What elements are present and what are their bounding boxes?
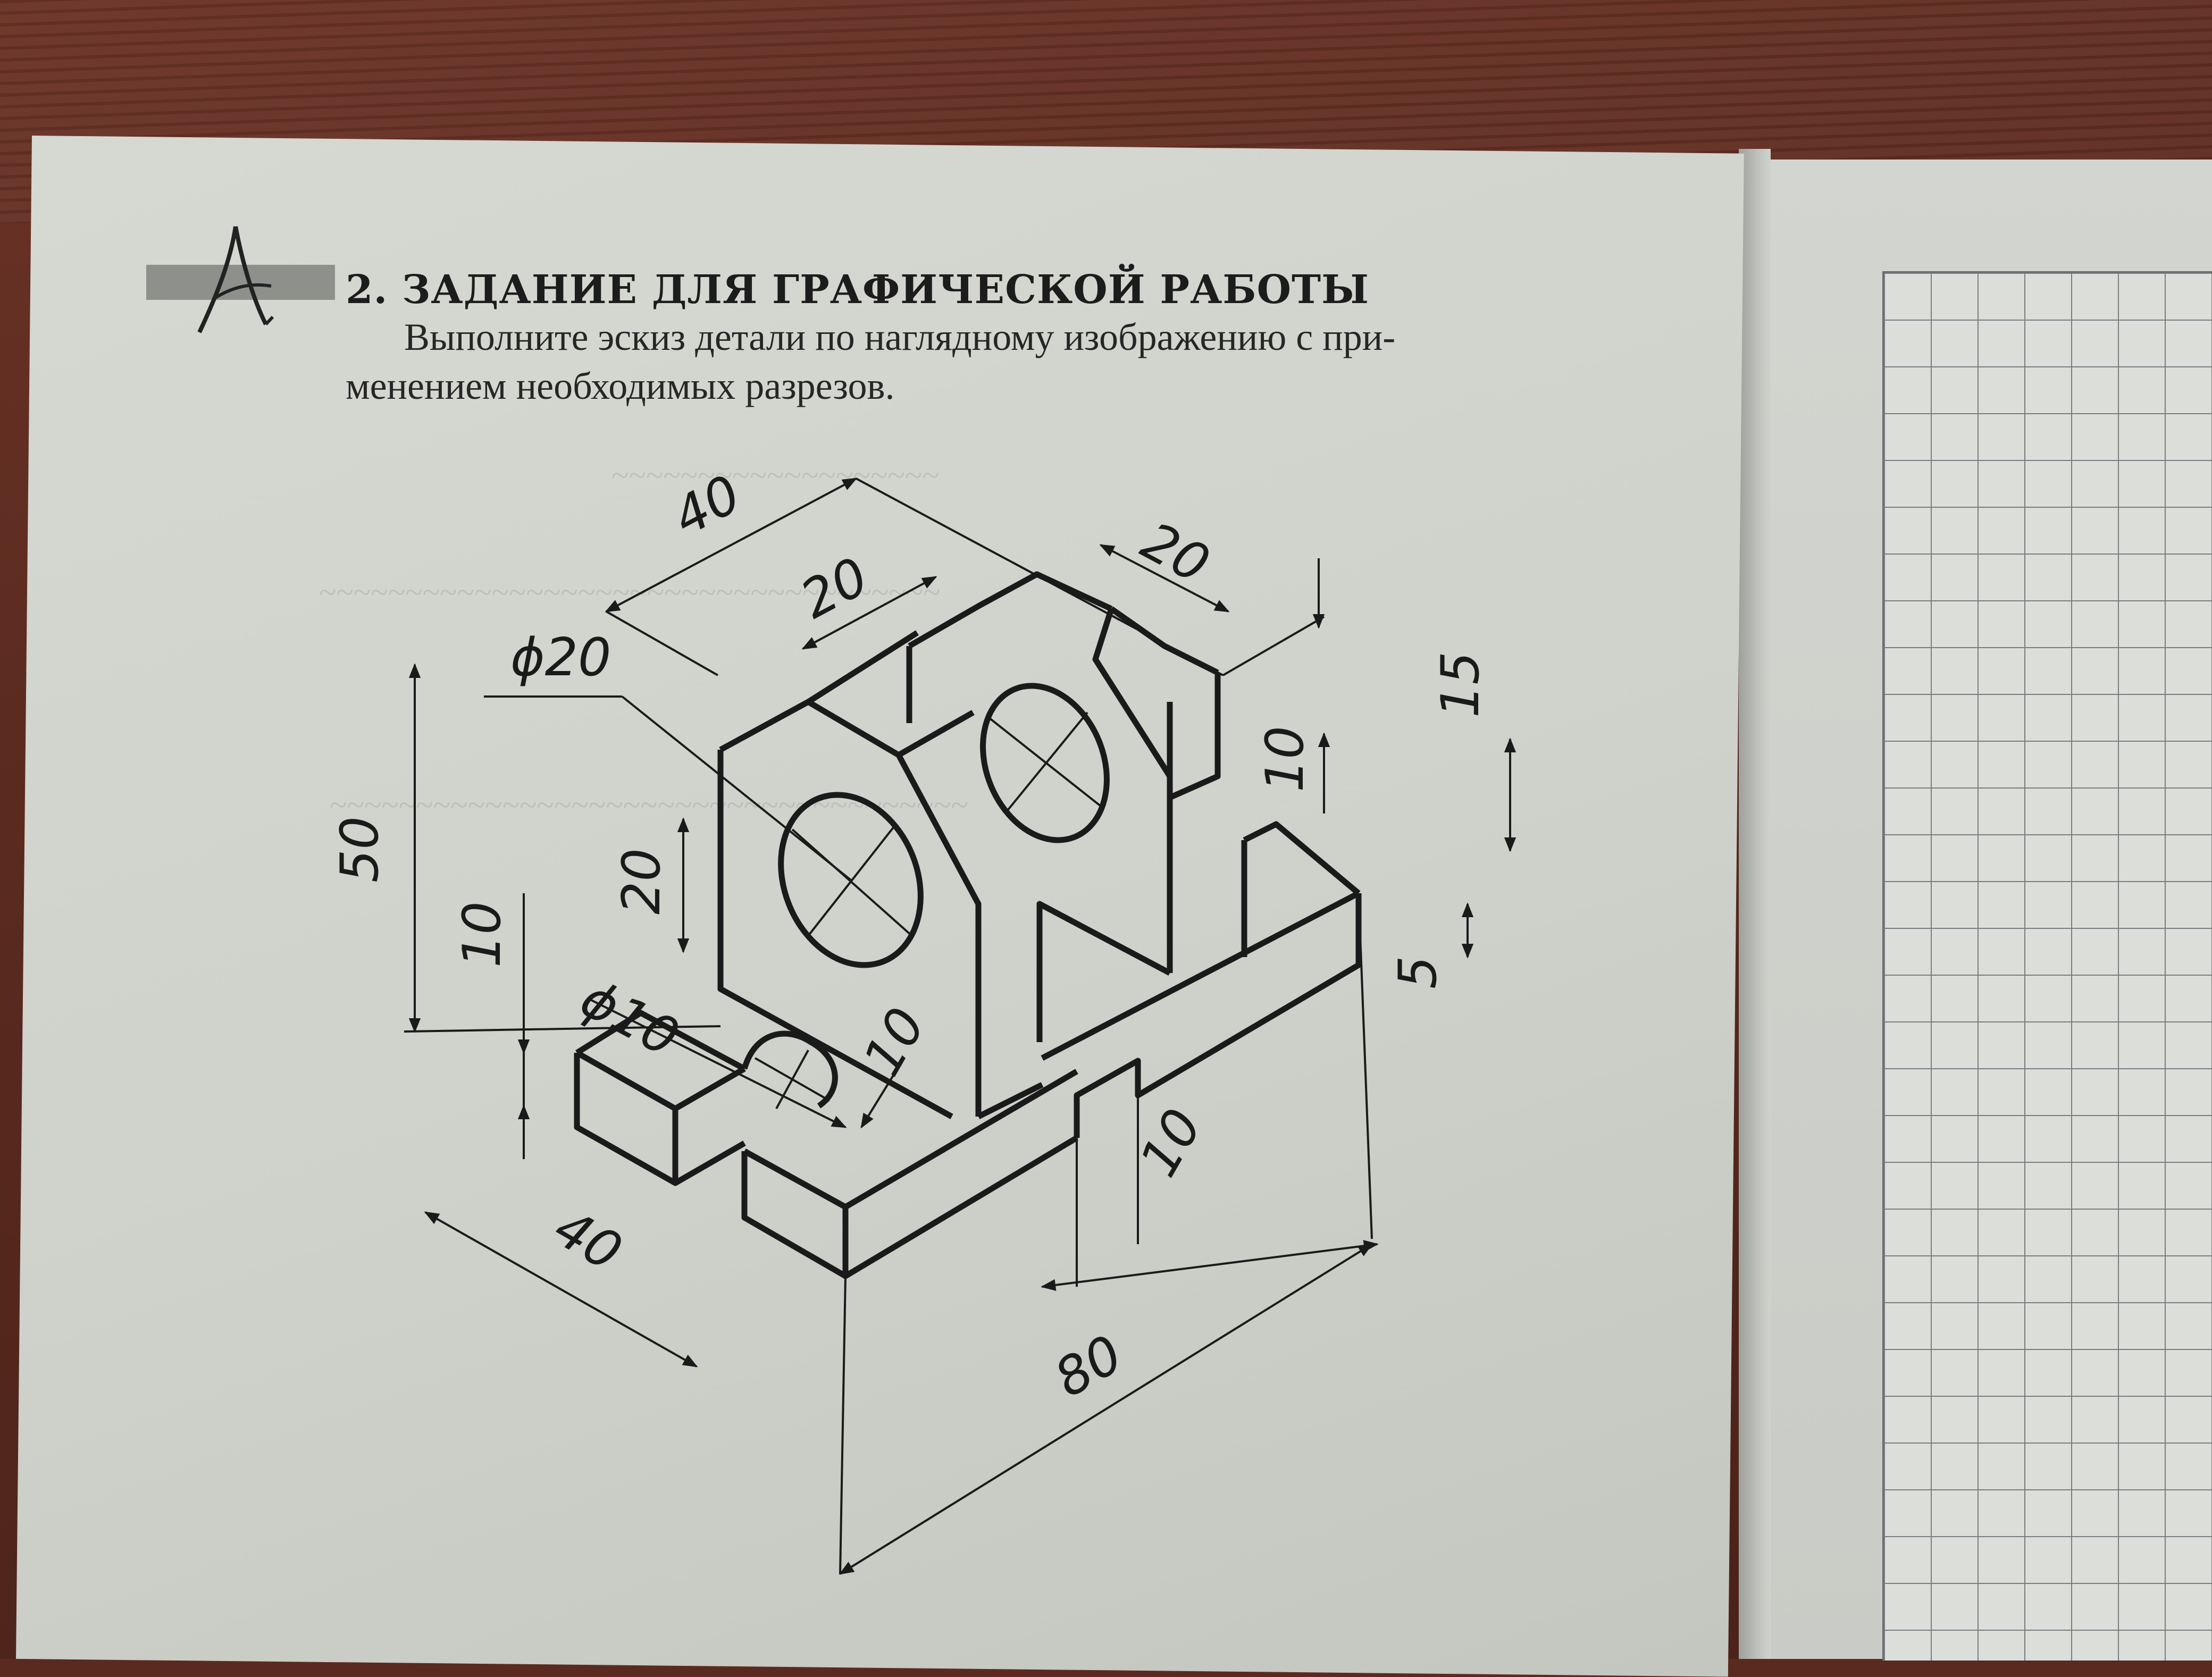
dim-label-phi10: ϕ10 <box>571 968 689 1069</box>
dim-label-40-base: 40 <box>544 1197 632 1283</box>
compass-icon <box>197 226 274 333</box>
section-bar <box>146 265 335 300</box>
dim-label-phi20: ϕ20 <box>510 627 611 688</box>
dim-label-10-wall: 10 <box>852 998 937 1086</box>
dim-label-10-foot: 10 <box>452 901 513 968</box>
dimension-lines <box>404 477 1516 1575</box>
dim-label-5: 5 <box>1388 956 1448 989</box>
book-spine <box>1739 149 1771 1659</box>
task-title: 2. ЗАДАНИЕ ДЛЯ ГРАФИЧЕСКОЙ РАБОТЫ <box>346 267 1370 313</box>
dim-label-20-top: 20 <box>791 546 878 631</box>
task-text: Выполните эскиз детали по наглядному изо… <box>346 313 1515 410</box>
dim-label-40-top: 40 <box>664 464 751 548</box>
dim-label-10-right: 10 <box>1255 726 1316 792</box>
dim-label-10-notch: 10 <box>1128 1099 1214 1187</box>
dim-label-50: 50 <box>330 816 390 883</box>
grid-paper <box>1882 271 2212 1661</box>
task-text-line-1: Выполните эскиз детали по наглядному изо… <box>404 316 1396 358</box>
dim-label-20-hole-height: 20 <box>611 848 672 915</box>
dim-label-15: 15 <box>1430 651 1491 718</box>
dim-label-80: 80 <box>1045 1324 1133 1410</box>
center-lines <box>755 711 1104 1109</box>
bleed-through-text: ~~~~~~~~~~~~~~~~~~~~~~~~~~~~~~~~~~~~~ <box>330 787 969 823</box>
dim-label-20-right: 20 <box>1132 511 1219 596</box>
task-text-line-2: менением необходимых разрезов. <box>346 365 895 407</box>
part-outline <box>574 571 1362 1279</box>
